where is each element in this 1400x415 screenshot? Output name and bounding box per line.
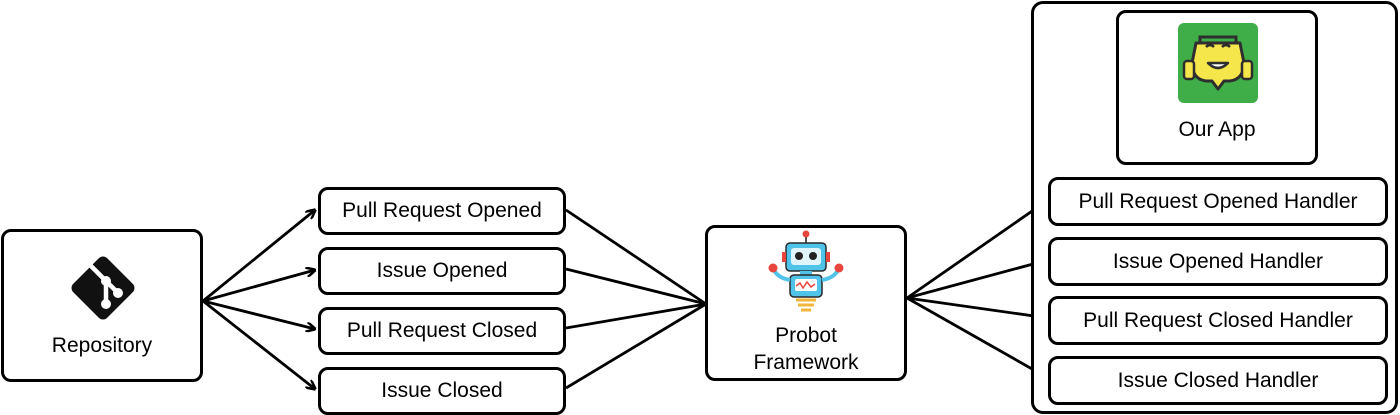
line-issue-opened-to-probot <box>565 267 707 306</box>
handler-issue-opened: Issue Opened Handler <box>1048 237 1388 286</box>
repository-node: Repository <box>1 229 203 382</box>
probot-framework-node: Probot Framework <box>705 225 907 381</box>
line-pr-opened-to-probot <box>565 208 707 306</box>
handler-label: Issue Closed Handler <box>1117 368 1319 392</box>
handler-pull-request-opened: Pull Request Opened Handler <box>1048 177 1388 226</box>
our-app-card: Our App <box>1116 10 1318 165</box>
line-issue-closed-to-probot <box>565 302 707 390</box>
arrow-repo-to-issue-closed <box>202 299 315 389</box>
event-pull-request-closed: Pull Request Closed <box>318 307 566 355</box>
robot-icon <box>768 230 844 312</box>
app-logo-icon <box>1178 23 1258 103</box>
probot-label-line2: Framework <box>753 351 859 374</box>
git-logo-icon <box>71 256 135 320</box>
arrow-repo-to-pr-closed <box>202 299 315 329</box>
repository-label: Repository <box>51 334 153 357</box>
event-issue-closed: Issue Closed <box>318 367 566 415</box>
handler-label: Pull Request Opened Handler <box>1078 189 1358 213</box>
line-probot-to-pr-opened-handler <box>906 198 1049 300</box>
handler-label: Pull Request Closed Handler <box>1083 308 1353 332</box>
arrow-repo-to-issue-opened <box>202 270 315 303</box>
event-label: Pull Request Closed <box>346 319 538 342</box>
handler-pull-request-closed: Pull Request Closed Handler <box>1048 296 1388 345</box>
event-label: Issue Closed <box>381 379 503 402</box>
event-label: Issue Opened <box>376 259 508 282</box>
handler-label: Issue Opened Handler <box>1112 249 1324 273</box>
event-issue-opened: Issue Opened <box>318 247 566 295</box>
event-label: Pull Request Opened <box>342 199 542 222</box>
line-probot-to-issue-opened-handler <box>906 258 1049 300</box>
arrow-repo-to-pr-opened <box>202 210 315 303</box>
line-probot-to-pr-closed-handler <box>906 296 1049 320</box>
our-app-label: Our App <box>1178 118 1256 141</box>
line-pr-closed-to-probot <box>565 302 707 330</box>
event-pull-request-opened: Pull Request Opened <box>318 187 566 235</box>
line-probot-to-issue-closed-handler <box>906 296 1049 380</box>
handler-issue-closed: Issue Closed Handler <box>1048 356 1388 405</box>
probot-label-line1: Probot <box>775 324 837 347</box>
